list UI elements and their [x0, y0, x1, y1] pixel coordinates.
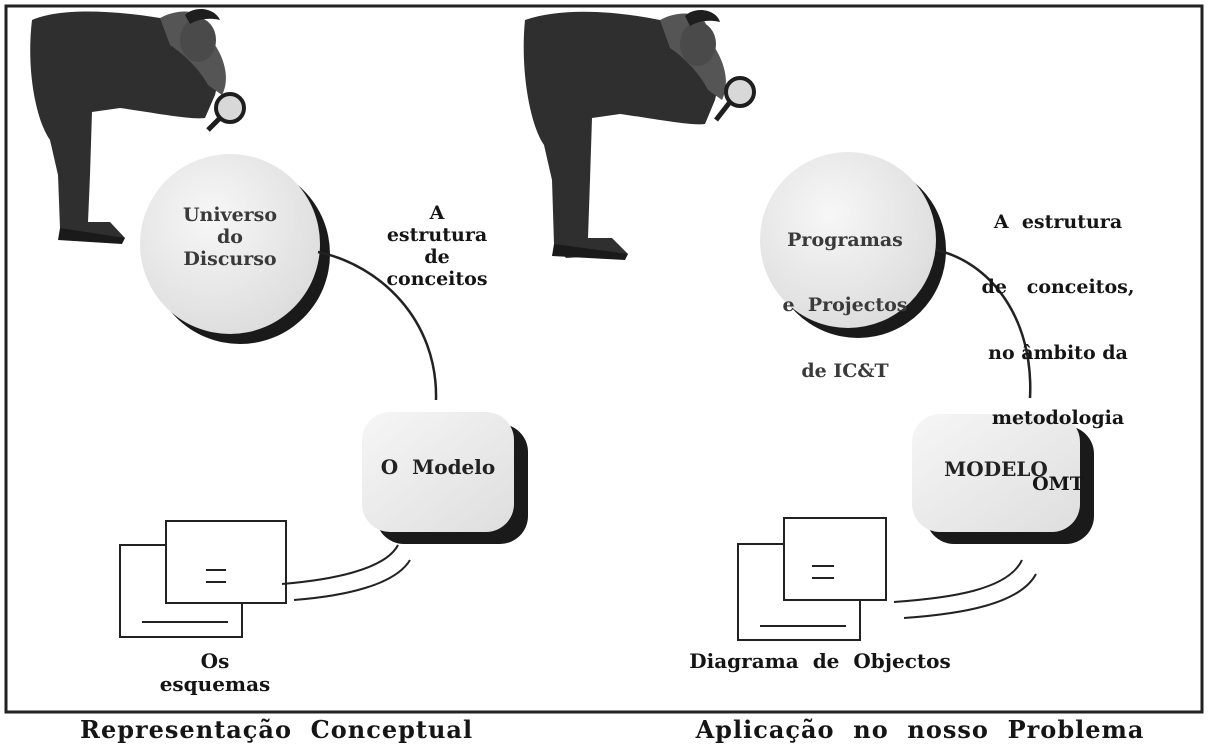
left-motion-line-1 — [281, 544, 399, 585]
right-structure-line-1: A estrutura — [993, 210, 1123, 233]
left-schemas-line-2: esquemas — [159, 672, 271, 696]
right-diagram-label: Diagrama de Objectos — [689, 649, 951, 673]
right-programs-circle — [760, 152, 936, 328]
right-circle-line-1: Programas — [787, 228, 903, 251]
left-schemas-line-1: Os — [200, 649, 230, 673]
left-universe-circle — [140, 154, 320, 334]
left-circle-line-2: do — [217, 225, 243, 248]
right-structure-line-2: de conceitos, — [981, 276, 1135, 299]
right-structure-line-3: no âmbito da — [988, 341, 1128, 364]
outer-frame — [4, 4, 1204, 714]
left-motion-line-2 — [293, 559, 411, 601]
right-structure-line-5: OMT — [1032, 472, 1084, 495]
left-structure-line-4: conceitos — [386, 267, 488, 290]
right-circle-line-2: e Projectos — [782, 294, 908, 317]
left-circle-line-3: Discurso — [183, 247, 277, 270]
left-inspector-figure-icon — [30, 8, 246, 244]
right-structure-line-4: metodologia — [991, 407, 1125, 430]
right-arc-connector — [935, 248, 1032, 399]
right-motion-line-2 — [903, 573, 1037, 619]
left-documents-icon — [119, 520, 287, 638]
right-caption: Aplicação no nosso Problema — [695, 715, 1145, 744]
right-model-box — [912, 414, 1080, 532]
right-structure-label: A estrutura de conceitos, no âmbito da m… — [958, 168, 1158, 518]
left-panel-graphics — [30, 8, 528, 638]
left-caption: Representação Conceptual — [80, 715, 474, 744]
left-circle-line-1: Universo — [182, 204, 278, 226]
right-inspector-figure-icon — [523, 10, 756, 260]
right-circle-label: Programas e Projectos de IC&T — [760, 186, 930, 404]
right-motion-line-1 — [893, 559, 1023, 603]
left-arc-connector — [317, 250, 438, 401]
right-circle-line-3: de IC&T — [801, 359, 889, 382]
left-structure-line-2: estrutura — [386, 223, 488, 246]
left-structure-line-1: A — [429, 202, 445, 224]
left-model-label: O Modelo — [380, 455, 496, 479]
right-documents-icon — [737, 517, 887, 641]
left-circle-label: Universo do Discurso — [160, 204, 300, 271]
left-structure-label: A estrutura de conceitos — [372, 202, 502, 290]
left-model-box — [362, 412, 514, 532]
right-model-label: MODELO — [944, 457, 1048, 481]
left-structure-line-3: de — [424, 245, 450, 268]
left-schemas-label: Os esquemas — [140, 650, 290, 696]
right-panel-graphics — [523, 10, 1094, 641]
